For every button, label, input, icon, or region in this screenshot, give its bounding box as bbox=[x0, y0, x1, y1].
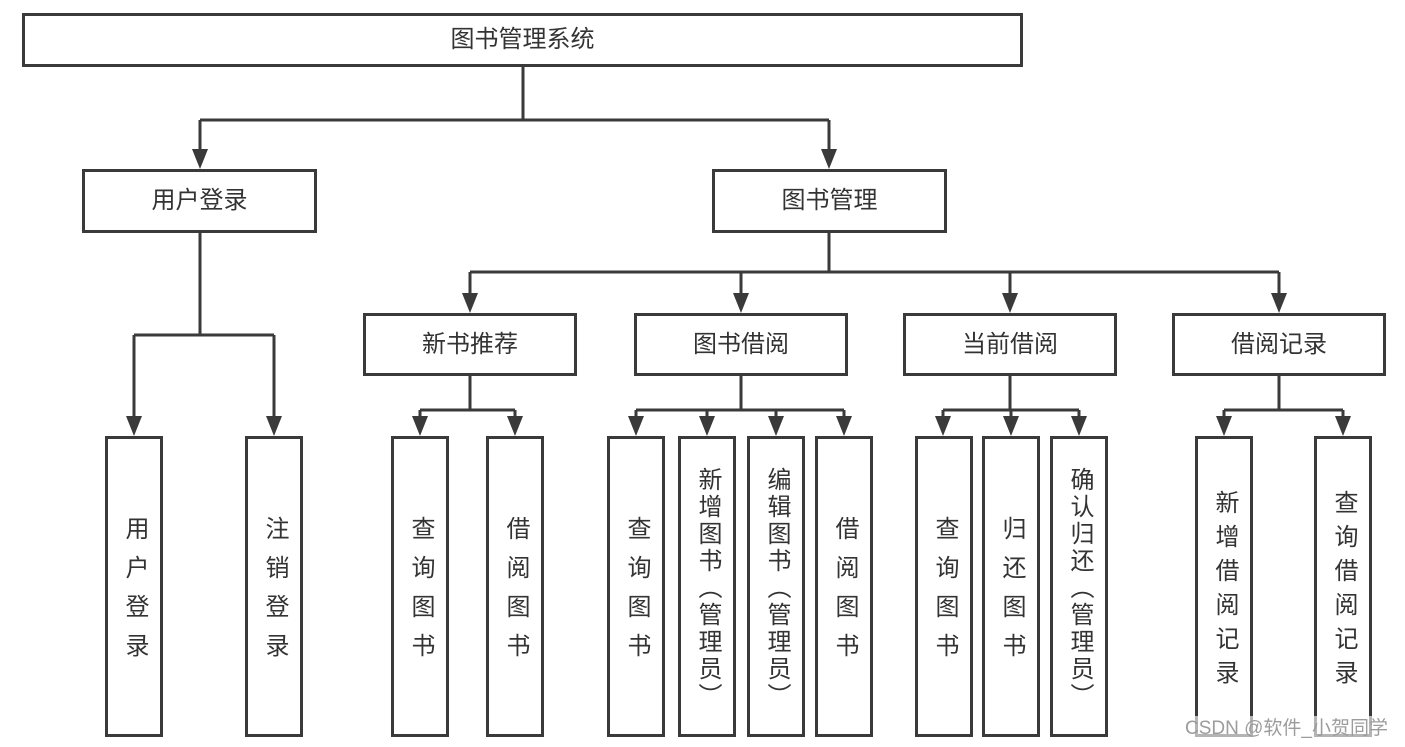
leaf-current-query-book: 查询图书 bbox=[915, 436, 973, 737]
node-label: 用户登录 bbox=[151, 187, 248, 214]
node-label: 查询借阅记录 bbox=[1330, 489, 1357, 694]
node-book-mgmt: 图书管理 bbox=[712, 169, 947, 233]
node-label: 归还图书 bbox=[998, 516, 1025, 672]
node-label: 新增图书（管理员） bbox=[694, 466, 721, 710]
node-label: 借阅图书 bbox=[831, 516, 858, 672]
node-label: 新书推荐 bbox=[422, 330, 518, 358]
leaf-newrec-borrow-book: 借阅图书 bbox=[486, 436, 544, 737]
node-label: 借阅图书 bbox=[502, 516, 529, 672]
connector-root-to-level2 bbox=[192, 67, 837, 169]
connector-borrow-record-to-leaves bbox=[1216, 376, 1351, 436]
csdn-watermark: CSDN @软件_小贺同学 bbox=[1181, 716, 1392, 742]
node-label: 查询图书 bbox=[407, 516, 434, 672]
node-label: 查询图书 bbox=[623, 516, 650, 672]
leaf-borrow-add-book-admin: 新增图书（管理员） bbox=[678, 436, 736, 737]
leaf-borrow-query-book: 查询图书 bbox=[607, 436, 665, 737]
leaf-borrow-borrow-book: 借阅图书 bbox=[815, 436, 873, 737]
connector-user-login-to-leaves bbox=[126, 233, 282, 436]
leaf-newrec-query-book: 查询图书 bbox=[391, 436, 449, 737]
node-label: 图书管理系统 bbox=[450, 26, 595, 53]
node-borrow-record: 借阅记录 bbox=[1172, 313, 1386, 376]
node-root: 图书管理系统 bbox=[22, 13, 1023, 67]
node-label: 用户登录 bbox=[121, 516, 148, 672]
leaf-record-query-borrow-record: 查询借阅记录 bbox=[1314, 436, 1372, 737]
connector-current-borrow-to-leaves bbox=[935, 376, 1087, 436]
node-user-login: 用户登录 bbox=[82, 169, 317, 233]
node-label: 确认归还（管理员） bbox=[1066, 466, 1093, 710]
node-current-borrow: 当前借阅 bbox=[903, 313, 1117, 376]
node-label: 当前借阅 bbox=[962, 330, 1058, 358]
node-label: 图书管理 bbox=[781, 187, 878, 214]
node-label: 借阅记录 bbox=[1231, 330, 1327, 358]
node-book-borrow: 图书借阅 bbox=[634, 313, 848, 376]
leaf-current-confirm-return-admin: 确认归还（管理员） bbox=[1050, 436, 1108, 737]
leaf-borrow-edit-book-admin: 编辑图书（管理员） bbox=[747, 436, 805, 737]
connector-book-mgmt-to-level3 bbox=[462, 233, 1287, 313]
leaf-record-add-borrow-record: 新增借阅记录 bbox=[1195, 436, 1253, 737]
connector-new-book-to-leaves bbox=[412, 376, 523, 436]
leaf-user-login: 用户登录 bbox=[105, 436, 163, 737]
node-label: 注销登录 bbox=[261, 516, 288, 672]
node-label: 编辑图书（管理员） bbox=[763, 466, 790, 710]
connector-book-borrow-to-leaves bbox=[628, 376, 852, 436]
node-new-book-rec: 新书推荐 bbox=[363, 313, 577, 376]
leaf-current-return-book: 归还图书 bbox=[982, 436, 1040, 737]
node-label: 新增借阅记录 bbox=[1211, 489, 1238, 694]
node-label: 查询图书 bbox=[931, 516, 958, 672]
node-label: 图书借阅 bbox=[693, 330, 789, 358]
leaf-logout: 注销登录 bbox=[245, 436, 303, 737]
